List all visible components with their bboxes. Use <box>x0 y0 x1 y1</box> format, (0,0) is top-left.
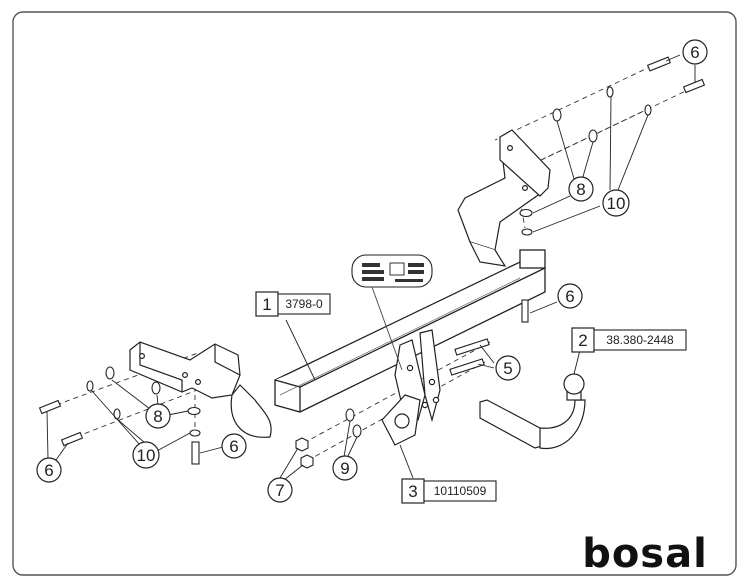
callout-7: 7 <box>267 477 293 503</box>
bolts <box>38 56 706 465</box>
svg-text:2: 2 <box>578 331 587 350</box>
svg-text:8: 8 <box>576 180 585 199</box>
main-crossbar <box>274 249 546 413</box>
svg-text:38.380-2448: 38.380-2448 <box>606 333 674 347</box>
leader-lines <box>46 54 696 481</box>
callout-9: 9 <box>332 455 358 481</box>
part-label-1: 1 3798-0 <box>255 291 331 317</box>
right-mounting-bracket <box>457 129 551 267</box>
part-label-3: 3 10110509 <box>401 478 497 504</box>
washers <box>105 108 598 416</box>
callout-8-left: 8 <box>145 403 171 429</box>
ball-coupling <box>479 373 586 450</box>
callout-6-top: 6 <box>682 39 708 65</box>
callout-10-right: 10 <box>602 189 630 217</box>
part-label-2: 2 38.380-2448 <box>571 327 687 353</box>
svg-text:10: 10 <box>137 446 156 465</box>
svg-text:10110509: 10110509 <box>434 484 487 498</box>
callout-6-bottom: 6 <box>221 433 247 459</box>
label-plate-icon <box>351 254 433 371</box>
socket-plate <box>381 394 421 446</box>
svg-text:8: 8 <box>153 407 162 426</box>
callout-10-left: 10 <box>132 441 160 469</box>
svg-text:3798-0: 3798-0 <box>285 297 323 311</box>
callout-5: 5 <box>495 355 521 381</box>
svg-text:5: 5 <box>503 359 512 378</box>
callout-6-mid: 6 <box>557 283 583 309</box>
svg-text:9: 9 <box>340 459 349 478</box>
svg-text:1: 1 <box>262 295 271 314</box>
svg-text:3: 3 <box>408 482 417 501</box>
svg-text:7: 7 <box>275 481 284 500</box>
callout-8-right: 8 <box>568 176 594 202</box>
svg-text:6: 6 <box>565 287 574 306</box>
left-mounting-bracket <box>129 341 272 438</box>
bosal-logo: bosal <box>582 531 708 577</box>
svg-text:6: 6 <box>229 437 238 456</box>
svg-text:6: 6 <box>44 461 53 480</box>
callout-6-left: 6 <box>36 457 62 483</box>
svg-text:6: 6 <box>690 43 699 62</box>
center-nuts-washers <box>295 408 362 469</box>
svg-text:10: 10 <box>607 194 626 213</box>
